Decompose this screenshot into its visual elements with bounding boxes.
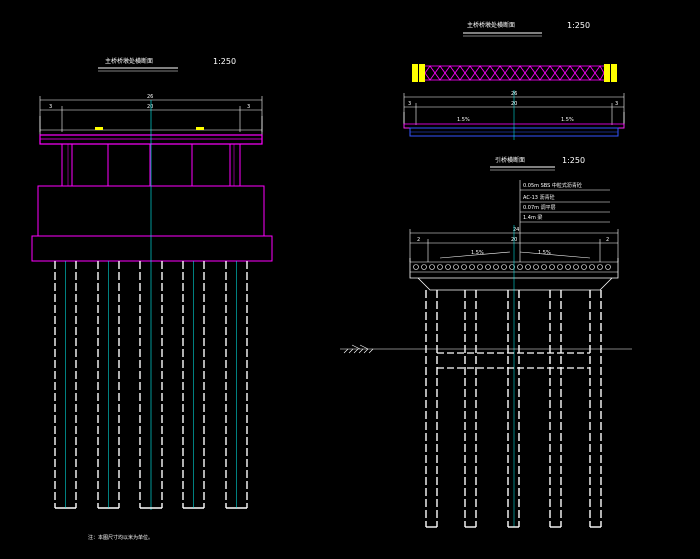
ap-slope-left: 1.5% bbox=[471, 250, 484, 256]
left-title: 主桥桥墩处横断面 bbox=[105, 57, 153, 65]
left-scale: 1:250 bbox=[213, 57, 236, 66]
tr-deck bbox=[403, 90, 625, 140]
left-pile-5 bbox=[225, 261, 248, 509]
ap-layer-4: 1.4m 梁 bbox=[523, 214, 542, 221]
ap-slope-right: 1.5% bbox=[538, 250, 551, 256]
ap-dim-left: 2 bbox=[417, 237, 420, 243]
left-pile-3 bbox=[139, 261, 163, 509]
tr-truss-nodes bbox=[412, 64, 617, 82]
top-right-section: 主桥桥墩处横断面 1:250 26 3 20 3 1.5% 1.5% bbox=[403, 21, 625, 140]
left-pile-4 bbox=[182, 261, 205, 509]
ap-ground bbox=[340, 344, 632, 354]
ap-scale: 1:250 bbox=[562, 156, 585, 165]
tr-title: 主桥桥墩处横断面 bbox=[467, 21, 515, 29]
ap-dim-total: 24 bbox=[513, 227, 519, 233]
approach-section: 引桥横断面 1:250 0.05m SBS 中粒式沥青砼 AC-13 沥青砼 0… bbox=[340, 156, 632, 528]
ap-title: 引桥横断面 bbox=[495, 156, 525, 164]
left-dim-total: 26 bbox=[147, 94, 153, 100]
ap-layer-1: 0.05m SBS 中粒式沥青砼 bbox=[523, 182, 582, 189]
left-pile-cap bbox=[31, 235, 273, 262]
ap-layer-legend: 0.05m SBS 中粒式沥青砼 AC-13 沥青砼 0.07m 调平层 1.4… bbox=[519, 180, 610, 262]
left-dim-left: 3 bbox=[49, 104, 52, 110]
tr-dim-right: 3 bbox=[615, 101, 618, 107]
left-piles bbox=[54, 261, 248, 509]
ap-deck bbox=[409, 225, 619, 527]
ap-pile-2 bbox=[464, 290, 477, 528]
ap-tie-beam bbox=[437, 352, 590, 369]
left-pile-2 bbox=[97, 261, 120, 509]
ap-pile-3 bbox=[507, 290, 520, 528]
ap-layer-3: 0.07m 调平层 bbox=[523, 204, 556, 211]
left-pile-1 bbox=[54, 261, 77, 509]
drawing-note: 注：本图尺寸均以米为单位。 bbox=[88, 534, 153, 541]
ap-piles bbox=[425, 290, 602, 528]
ap-layer-2: AC-13 沥青砼 bbox=[523, 194, 555, 201]
tr-slope-left: 1.5% bbox=[457, 117, 470, 123]
left-dim-right: 3 bbox=[247, 104, 250, 110]
ap-pile-4 bbox=[549, 290, 562, 528]
left-dim-mid: 20 bbox=[147, 104, 153, 110]
ap-dim-right: 2 bbox=[606, 237, 609, 243]
tr-slope-right: 1.5% bbox=[561, 117, 574, 123]
ap-pile-1 bbox=[425, 290, 438, 528]
left-pier-section: 主桥桥墩处横断面 1:250 26 3 20 3 bbox=[31, 57, 273, 510]
ap-pile-5 bbox=[589, 290, 602, 528]
tr-scale: 1:250 bbox=[567, 21, 590, 30]
tr-dim-left: 3 bbox=[408, 101, 411, 107]
